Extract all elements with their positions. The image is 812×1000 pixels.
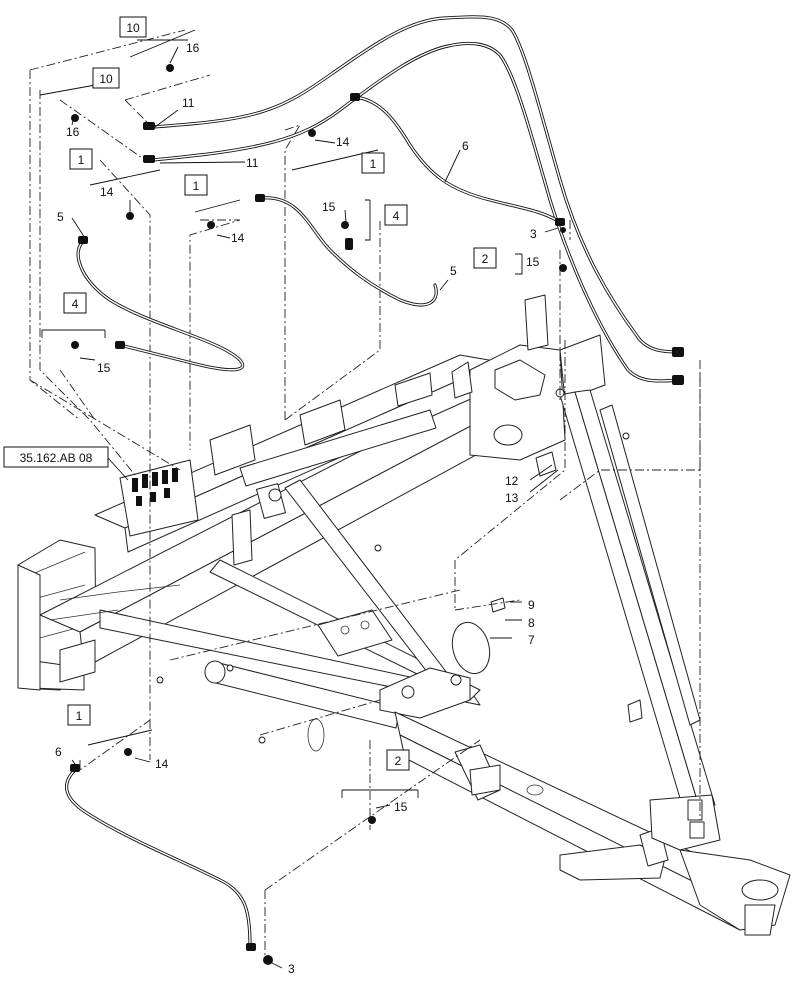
boxed-callout-2a: 2 xyxy=(473,247,497,269)
item-callout-7: 7 xyxy=(528,633,535,647)
item-callout-9: 9 xyxy=(528,598,535,612)
boxed-callout-4a: 4 xyxy=(384,204,408,226)
item-callout-5a: 5 xyxy=(57,210,64,224)
boxed-callout-1b: 1 xyxy=(184,174,208,196)
svg-text:10: 10 xyxy=(126,21,140,35)
item-callout-15c: 15 xyxy=(97,361,111,375)
item-callout-6b: 6 xyxy=(55,745,62,759)
boxed-callout-1a: 1 xyxy=(69,148,93,170)
item-callout-3a: 3 xyxy=(530,227,537,241)
item-callouts: 16 16 11 11 14 14 14 6 5 15 3 15 5 15 12… xyxy=(55,41,540,976)
svg-text:4: 4 xyxy=(393,209,400,223)
hose-6-upper xyxy=(353,95,562,224)
item-callout-5b: 5 xyxy=(450,264,457,278)
boxed-callout-1c: 1 xyxy=(361,152,385,174)
boxed-callout-10a: 10 xyxy=(119,16,147,38)
svg-text:2: 2 xyxy=(482,252,489,266)
svg-text:10: 10 xyxy=(99,72,113,86)
item-callout-12: 12 xyxy=(505,474,519,488)
item-callout-3b: 3 xyxy=(288,962,295,976)
item-callout-13: 13 xyxy=(505,491,519,505)
svg-text:1: 1 xyxy=(76,709,83,723)
item-callout-11a: 11 xyxy=(182,96,195,110)
boxed-callout-4b: 4 xyxy=(63,292,87,314)
boxed-callout-1d: 1 xyxy=(67,704,91,726)
boxed-callout-2b: 2 xyxy=(386,749,410,771)
hose-11-upper xyxy=(150,15,682,354)
item-callout-8: 8 xyxy=(528,616,535,630)
reference-label: 35.162.AB 08 xyxy=(3,446,109,468)
item-callout-16b: 16 xyxy=(66,125,80,139)
hose-5-center xyxy=(260,196,438,307)
boxed-callouts: 10 10 1 1 1 4 4 2 1 2 xyxy=(63,16,497,771)
hydraulic-hoses xyxy=(65,15,682,947)
hose-fittings xyxy=(70,64,684,965)
svg-text:2: 2 xyxy=(395,754,402,768)
item-callout-11b: 11 xyxy=(246,156,259,170)
svg-text:1: 1 xyxy=(193,179,200,193)
item-callout-14b: 14 xyxy=(231,231,245,245)
manifold-valves xyxy=(132,468,178,506)
item-callout-14d: 14 xyxy=(155,757,169,771)
item-callout-14a: 14 xyxy=(100,185,114,199)
item-callout-14c: 14 xyxy=(336,135,350,149)
hose-11-lower xyxy=(150,41,682,383)
callout-leaders xyxy=(39,29,559,969)
item-callout-15a: 15 xyxy=(322,200,336,214)
svg-text:1: 1 xyxy=(78,153,85,167)
hose-6-lower xyxy=(65,768,252,947)
item-callout-15d: 15 xyxy=(394,800,408,814)
item-callout-6a: 6 xyxy=(462,139,469,153)
item-callout-15b: 15 xyxy=(526,255,540,269)
hose-5-left xyxy=(76,238,245,372)
boxed-callout-10b: 10 xyxy=(92,67,120,89)
svg-text:1: 1 xyxy=(370,157,377,171)
implement-frame xyxy=(17,294,791,936)
item-callout-16a: 16 xyxy=(186,41,200,55)
reference-label-text: 35.162.AB 08 xyxy=(20,451,93,465)
svg-text:4: 4 xyxy=(72,297,79,311)
